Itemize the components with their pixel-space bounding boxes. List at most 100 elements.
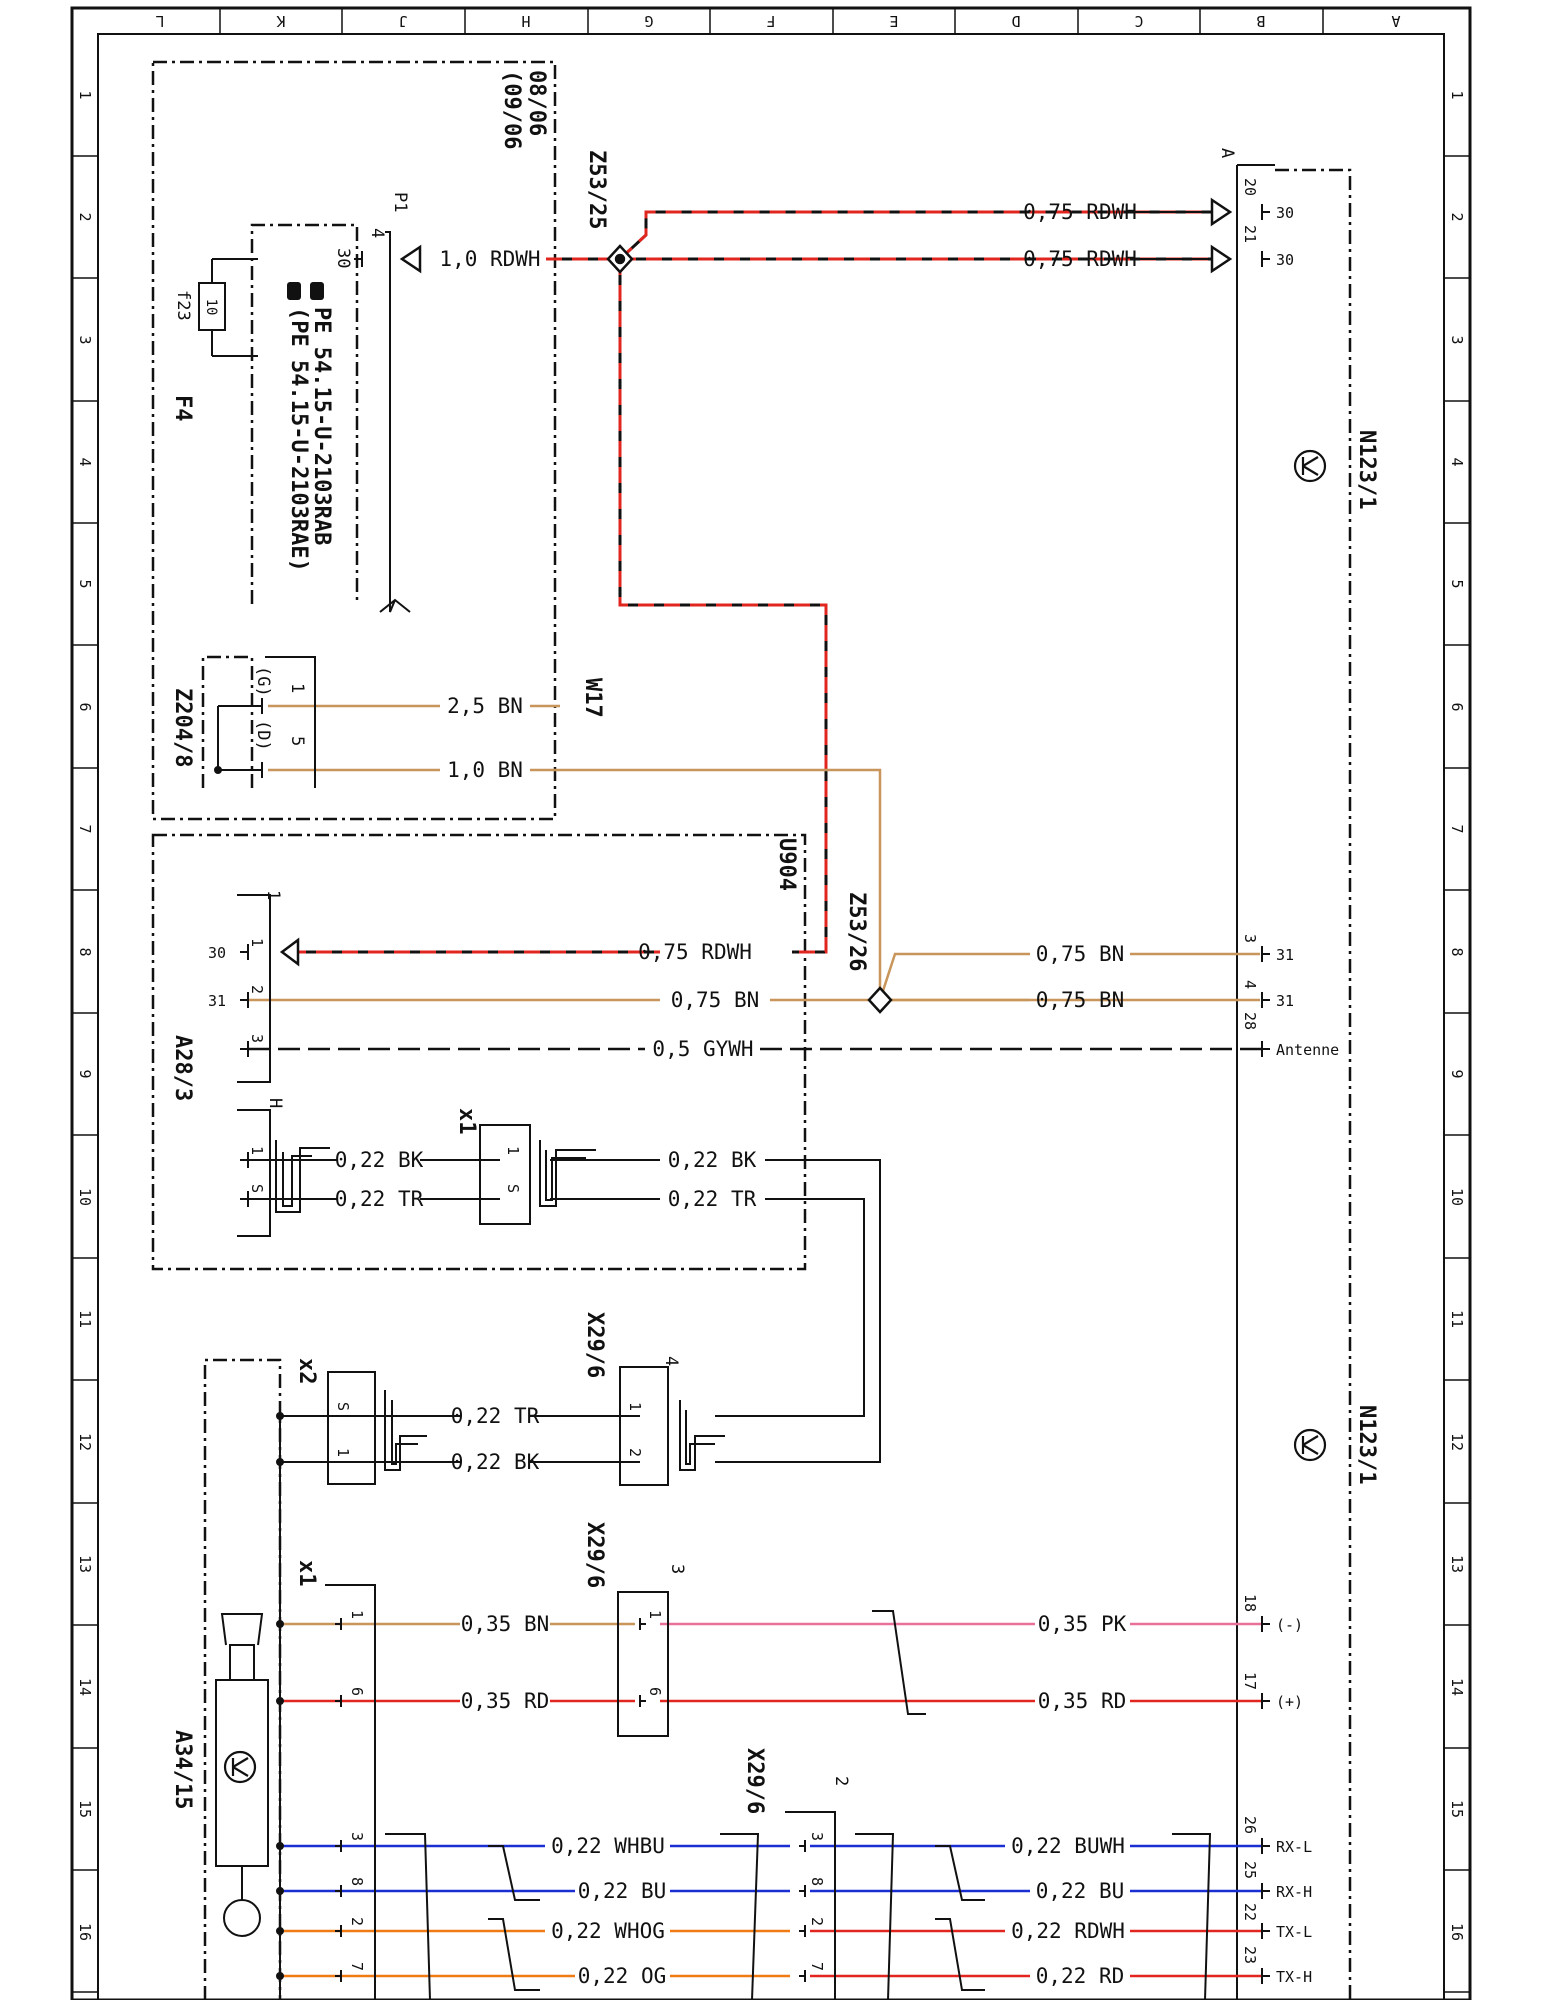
p1-boundary — [250, 223, 359, 604]
pin-label: TX-H — [1276, 1968, 1312, 1986]
pin-label: 21 — [1241, 225, 1259, 243]
row-label: 4 — [1448, 457, 1466, 466]
label-z204-pin5: 5 — [287, 736, 307, 746]
row-label: 11 — [1448, 1310, 1466, 1328]
wire-label: 0,22 TR — [451, 1404, 540, 1428]
pin-label: 25 — [1241, 1861, 1259, 1879]
col-label: B — [1256, 12, 1265, 30]
label-a28-block-h: H — [265, 1098, 285, 1108]
row-label: 8 — [76, 947, 94, 956]
u904-boundary — [151, 833, 807, 1271]
wire-label: 0,35 PK — [1038, 1612, 1127, 1636]
pin-label: 6 — [348, 1687, 366, 1696]
col-label: D — [1011, 12, 1020, 30]
pin-label: 2 — [348, 1917, 366, 1926]
label-n123-1-top: N123/1 — [1354, 430, 1379, 509]
wire-label: 0,75 BN — [1036, 988, 1125, 1012]
row-label: 13 — [1448, 1555, 1466, 1573]
rdwh-wires — [290, 210, 1220, 954]
fuse-value: 10 — [203, 299, 219, 316]
row-label: 16 — [1448, 1923, 1466, 1941]
label-u904: U904 — [774, 838, 799, 891]
z204-boundary — [201, 655, 254, 788]
n123-1-boundary — [1275, 168, 1352, 2000]
label-z204-pin-d: (D) — [253, 720, 273, 751]
pin-label: 22 — [1241, 1903, 1259, 1921]
a34-15-module — [215, 1412, 284, 2000]
pin-label: 3 — [348, 1832, 366, 1841]
row-label: 1 — [1448, 90, 1466, 99]
row-label: 2 — [1448, 212, 1466, 221]
pin-label: S — [334, 1402, 352, 1411]
label-p1: P1 — [390, 192, 410, 212]
col-label: H — [521, 12, 530, 30]
pin-label: 7 — [348, 1962, 366, 1971]
wire-label: 0,75 BN — [671, 988, 760, 1012]
label-x2: x2 — [294, 1358, 319, 1385]
pin-label: 17 — [1241, 1672, 1259, 1690]
pin-label: 1 — [348, 1610, 366, 1619]
rdwh-short-wires — [1130, 211, 1212, 260]
splice-points — [606, 244, 893, 1014]
row-label: 2 — [76, 212, 94, 221]
pin-label: 23 — [1241, 1946, 1259, 1964]
wire-label: 0,75 RDWH — [1023, 200, 1137, 224]
wire-label: 0,22 BK — [451, 1450, 540, 1474]
wire-label: 0,22 BU — [1036, 1879, 1125, 1903]
row-label: 16 — [76, 1923, 94, 1941]
wire-label: 0,22 RD — [1036, 1964, 1125, 1988]
row-label: 12 — [1448, 1433, 1466, 1451]
row-label: 5 — [76, 579, 94, 588]
row-label: 15 — [1448, 1800, 1466, 1818]
label-z204-pin-g: (G) — [253, 666, 273, 697]
row-label: 5 — [1448, 579, 1466, 588]
connector-housings — [237, 231, 836, 2000]
col-label: F — [766, 12, 775, 30]
col-label: J — [398, 12, 407, 30]
pin-label: 26 — [1241, 1816, 1259, 1834]
row-label: 6 — [76, 702, 94, 711]
col-label: C — [1134, 12, 1143, 30]
label-a28-block1: 1 — [263, 890, 283, 900]
wire-label: 0,35 BN — [461, 1612, 550, 1636]
label-pe-1: PE 54.15-U-2103RAB — [309, 307, 334, 545]
label-f4: F4 — [170, 395, 195, 422]
wire-label: 0,22 WHBU — [551, 1834, 665, 1858]
col-label: E — [889, 12, 898, 30]
pin-label: S — [248, 1184, 266, 1193]
row-label: 9 — [76, 1069, 94, 1078]
pin-label: 3 — [808, 1832, 826, 1841]
pin-label: 1 — [248, 938, 266, 947]
row-label: 8 — [1448, 947, 1466, 956]
pin-label: (+) — [1276, 1693, 1303, 1711]
twist-marks — [385, 1833, 1212, 2000]
row-label: 12 — [76, 1433, 94, 1451]
f4-boundary — [151, 60, 557, 821]
pin-label: 7 — [808, 1962, 826, 1971]
wire-label: 0,22 BK — [335, 1148, 424, 1172]
label-z53-26: Z53/26 — [844, 892, 869, 971]
pin-label: 4 — [1241, 980, 1259, 989]
label-date-1: 08/06 — [524, 70, 549, 136]
pin-label: 31 — [1276, 992, 1294, 1010]
pin-label: 1 — [646, 1610, 664, 1619]
label-x29-num4: 4 — [661, 1356, 681, 1366]
bus-wires — [280, 1844, 1262, 1978]
row-label: 15 — [76, 1800, 94, 1818]
row-label: 3 — [76, 335, 94, 344]
col-label: K — [276, 12, 285, 30]
pin-label: 8 — [348, 1877, 366, 1886]
wire-label: 0,22 BU — [578, 1879, 667, 1903]
pe-reference-icon — [287, 282, 324, 300]
col-label: A — [1391, 12, 1400, 30]
drawing-frame — [70, 6, 1472, 2000]
label-w17: W17 — [580, 678, 605, 718]
audio-wires — [280, 1610, 1262, 1715]
row-label: 9 — [1448, 1069, 1466, 1078]
pin-label: 31 — [208, 992, 226, 1010]
col-label: G — [644, 12, 653, 30]
label-pe-2: (PE 54.15-U-2103RAE) — [286, 307, 311, 572]
label-x29-num3: 3 — [667, 1564, 687, 1574]
wire-label: 1,0 BN — [447, 758, 523, 782]
